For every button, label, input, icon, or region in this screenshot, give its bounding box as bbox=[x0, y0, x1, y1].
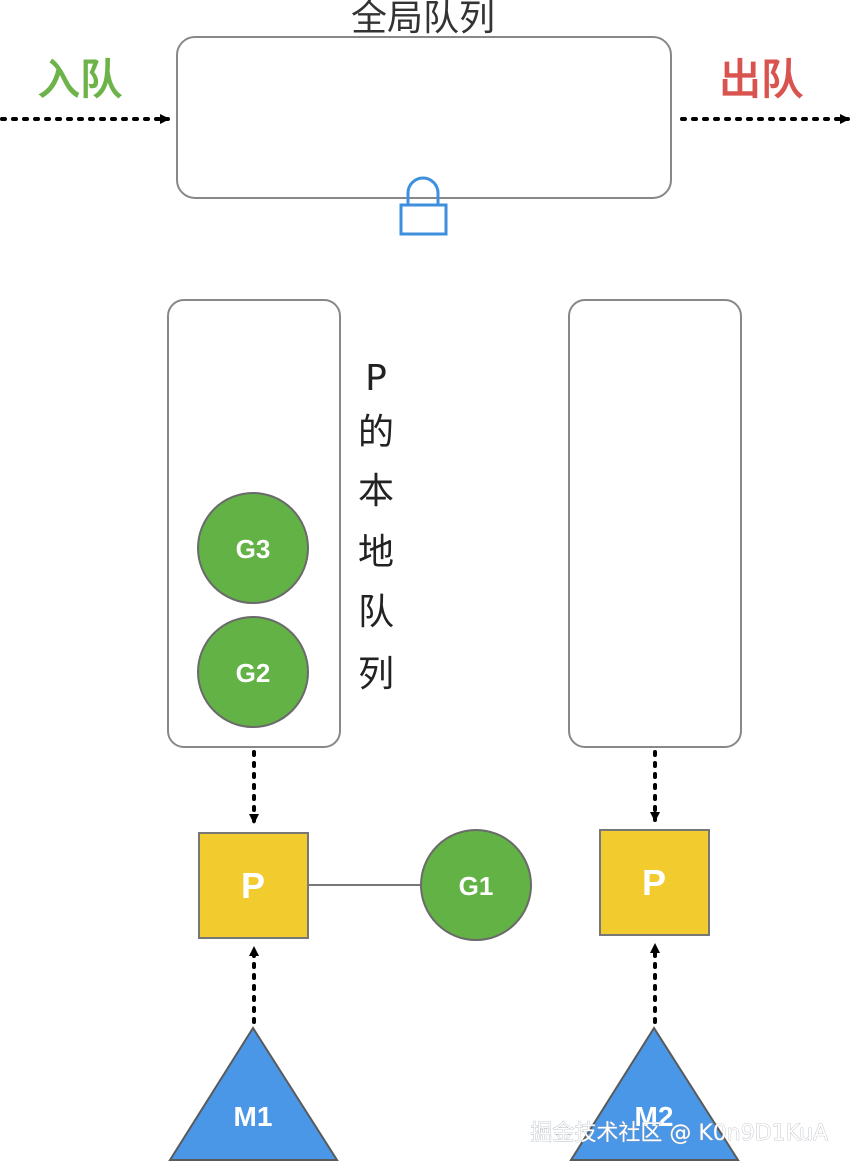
local-queue-label-char: 地 bbox=[358, 532, 394, 573]
processor-right-label: P bbox=[642, 862, 666, 903]
global-queue-box bbox=[176, 36, 672, 199]
processor-left-label: P bbox=[241, 865, 265, 906]
machine-m1: M1 bbox=[168, 1026, 339, 1161]
local-queue-right bbox=[568, 299, 742, 748]
enqueue-label: 入队 bbox=[38, 55, 123, 104]
watermark: 掘金技术社区 @ K0n9D1KuA bbox=[530, 1121, 828, 1146]
local-queue-label: P 的 本 地 队 列 bbox=[358, 358, 394, 695]
local-queue-label-char: P bbox=[365, 358, 387, 399]
machine-m1-label: M1 bbox=[234, 1101, 273, 1132]
processor-right: P bbox=[599, 829, 710, 936]
goroutine-g3-label: G3 bbox=[236, 534, 271, 564]
local-queue-label-char: 队 bbox=[358, 592, 394, 633]
goroutine-g3: G3 bbox=[197, 492, 309, 604]
global-queue-title: 全局队列 bbox=[351, 0, 495, 39]
processor-left: P bbox=[198, 832, 309, 939]
goroutine-g1-label: G1 bbox=[459, 871, 494, 901]
local-queue-label-char: 的 bbox=[358, 412, 394, 453]
goroutine-g2-label: G2 bbox=[236, 658, 271, 688]
dequeue-label: 出队 bbox=[719, 55, 804, 104]
goroutine-g2: G2 bbox=[197, 616, 309, 728]
local-queue-label-char: 本 bbox=[358, 471, 394, 512]
local-queue-label-char: 列 bbox=[358, 654, 394, 695]
goroutine-g1: G1 bbox=[420, 829, 532, 941]
machine-m2-label: M2 bbox=[635, 1101, 674, 1132]
machine-m2: M2 bbox=[569, 1026, 740, 1161]
lock-icon bbox=[399, 176, 448, 236]
